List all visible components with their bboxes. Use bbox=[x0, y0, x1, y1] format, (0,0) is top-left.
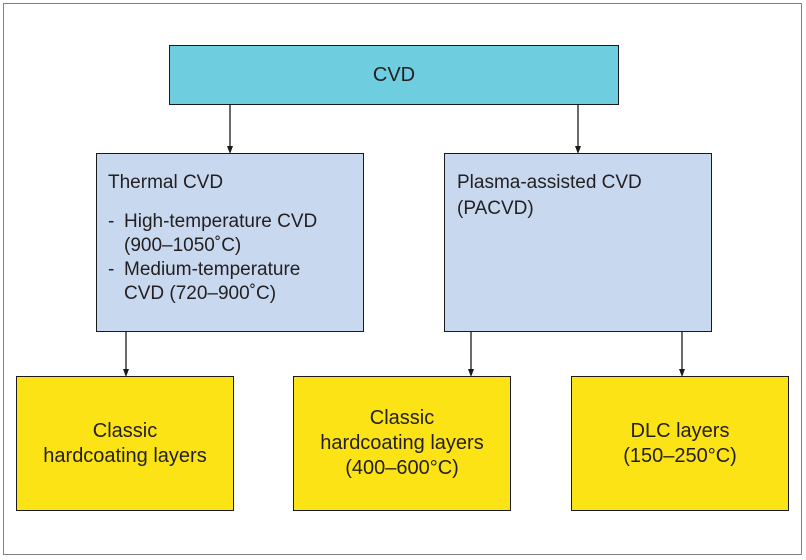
classic-hardcoating-range-line3: (400–600°C) bbox=[345, 457, 459, 479]
medium-temperature-label: Medium-temperature bbox=[124, 259, 301, 280]
thermal-cvd-title: Thermal CVD bbox=[108, 172, 224, 193]
classic-hardcoating-line1: Classic bbox=[92, 419, 158, 442]
classic-hardcoating-range-node: Classic hardcoating layers (400–600°C) bbox=[293, 376, 511, 511]
plasma-cvd-node: Plasma-assisted CVD (PACVD) bbox=[444, 153, 712, 332]
dlc-layers-line2: (150–250°C) bbox=[623, 444, 737, 467]
list-item-medium-temperature: - Medium-temperature CVD (720–900˚C) bbox=[108, 258, 363, 306]
dlc-layers-node: DLC layers (150–250°C) bbox=[571, 376, 789, 511]
plasma-cvd-abbreviation: (PACVD) bbox=[457, 198, 534, 219]
list-dash: - bbox=[108, 259, 115, 280]
list-item-high-temperature: - High-temperature CVD (900–1050˚C) bbox=[108, 210, 363, 258]
classic-hardcoating-node: Classic hardcoating layers bbox=[16, 376, 234, 511]
classic-hardcoating-line2: hardcoating layers bbox=[43, 444, 207, 467]
plasma-cvd-title: Plasma-assisted CVD bbox=[457, 172, 642, 193]
list-dash: - bbox=[108, 211, 115, 232]
high-temperature-range: (900–1050˚C) bbox=[124, 235, 242, 256]
thermal-cvd-list: - High-temperature CVD (900–1050˚C) - Me… bbox=[108, 210, 363, 306]
high-temperature-label: High-temperature CVD bbox=[124, 211, 318, 232]
cvd-root-node: CVD bbox=[169, 45, 619, 105]
figure-frame bbox=[3, 3, 802, 555]
medium-temperature-range: CVD (720–900˚C) bbox=[124, 283, 277, 304]
thermal-cvd-node: Thermal CVD - High-temperature CVD (900–… bbox=[96, 153, 364, 332]
dlc-layers-line1: DLC layers bbox=[630, 419, 730, 442]
classic-hardcoating-range-line2: hardcoating layers bbox=[320, 432, 484, 454]
classic-hardcoating-range-line1: Classic bbox=[369, 407, 435, 429]
cvd-root-label: CVD bbox=[372, 63, 416, 86]
